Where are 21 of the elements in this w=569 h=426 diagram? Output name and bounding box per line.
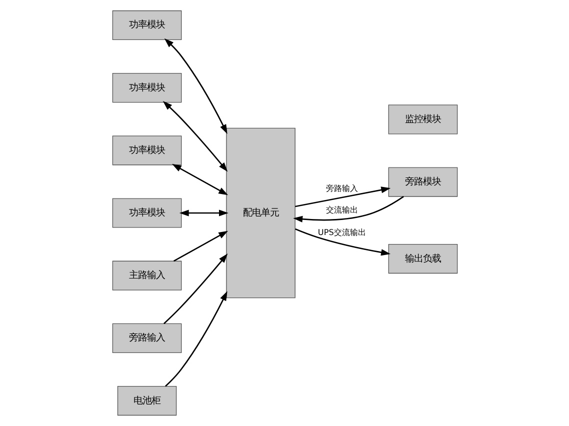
arrow bbox=[171, 164, 228, 196]
node-box: 旁路模块 bbox=[388, 167, 458, 197]
node-box: 功率模块 bbox=[112, 73, 182, 103]
node-box: 电池柜 bbox=[116, 386, 176, 416]
arrow bbox=[164, 38, 227, 134]
node-box: 功率模块 bbox=[112, 198, 182, 228]
node-box: 输出负载 bbox=[388, 244, 458, 274]
node-box: 功率模块 bbox=[112, 10, 182, 40]
arrow bbox=[163, 254, 228, 324]
arrow bbox=[294, 186, 390, 208]
arrow bbox=[178, 210, 228, 216]
node-box: 旁路输入 bbox=[112, 323, 182, 353]
arrow bbox=[162, 100, 228, 172]
node-box: 功率模块 bbox=[112, 136, 182, 166]
node-box: 监控模块 bbox=[388, 104, 458, 134]
arrow bbox=[164, 291, 227, 387]
node-box: 主路输入 bbox=[112, 260, 182, 290]
node-box: 配电单元 bbox=[226, 128, 295, 298]
arrow bbox=[294, 228, 390, 256]
arrow bbox=[172, 230, 228, 262]
arrow bbox=[292, 196, 404, 222]
